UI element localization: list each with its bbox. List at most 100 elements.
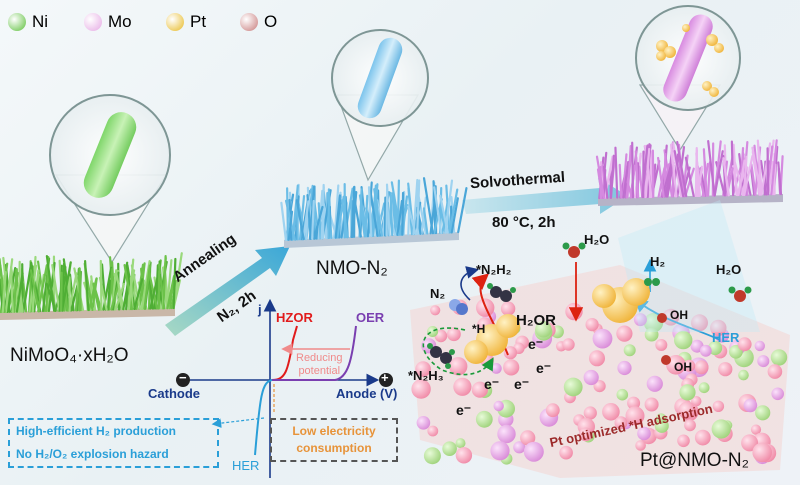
- oer-label: OER: [356, 310, 385, 325]
- nanowire: [147, 268, 159, 310]
- nanowire: [166, 275, 176, 310]
- final-label: Pt@NMO-N₂: [640, 450, 749, 471]
- electron-label-3: e⁻: [514, 376, 530, 392]
- nanowire: [280, 201, 288, 242]
- nanowire: [766, 147, 770, 196]
- n2h3-label: *N₂H₃: [408, 368, 444, 383]
- nanowire: [320, 186, 325, 240]
- nanowire: [444, 198, 451, 234]
- nanowire: [29, 269, 41, 313]
- nanowire: [113, 272, 124, 311]
- nanowire: [743, 154, 754, 196]
- n2h2-label: *N₂H₂: [476, 262, 512, 277]
- lsv-plot: [190, 298, 380, 478]
- nanowire: [106, 279, 111, 311]
- lattice-atom: [430, 305, 441, 316]
- nanowire: [295, 201, 299, 241]
- cathode-sign: [176, 373, 190, 387]
- nanowire: [149, 273, 160, 310]
- h2o-right-label: H₂O: [716, 262, 742, 277]
- lattice-atom: [711, 419, 731, 439]
- nanowire: [334, 194, 342, 239]
- nanowire: [286, 187, 290, 241]
- nanowire: [634, 150, 640, 199]
- lattice-atom: [655, 339, 668, 351]
- nanowire: [110, 283, 120, 311]
- nanowire: [412, 178, 419, 236]
- nanowire: [87, 277, 98, 312]
- nanowire: [15, 271, 24, 313]
- rod-green: [83, 112, 137, 198]
- nanowire: [369, 191, 379, 237]
- lattice-atom: [694, 429, 711, 446]
- nanowire: [9, 270, 14, 313]
- lattice-atom: [754, 340, 765, 352]
- lattice-atom: [427, 425, 439, 437]
- nanowire: [343, 208, 348, 239]
- nanowire: [422, 207, 429, 235]
- lattice-atom: [614, 416, 628, 430]
- consumption-line: consumption: [296, 441, 372, 455]
- lattice-atom: [423, 447, 441, 465]
- solvothermal-condition: 80 °C, 2h: [492, 214, 556, 231]
- nanowire: [172, 257, 177, 310]
- nanowire: [311, 199, 315, 240]
- nanowire: [422, 177, 434, 235]
- nanowire: [22, 261, 33, 313]
- mo-swatch: [84, 13, 102, 31]
- nanowire: [777, 161, 783, 196]
- lattice-atom: [616, 325, 633, 342]
- nanowire: [298, 194, 306, 241]
- nanowire: [359, 205, 366, 238]
- lattice-atom: [453, 377, 472, 396]
- nanowire: [609, 154, 615, 199]
- h2zor-label: H₂OR: [516, 312, 556, 329]
- nanowire: [618, 163, 623, 199]
- lattice-atom: [455, 438, 466, 449]
- nanowire: [401, 191, 405, 236]
- h2o-top-label: H₂O: [584, 232, 610, 247]
- lattice-atom: [677, 434, 690, 448]
- legend-pt: Pt: [166, 12, 206, 32]
- anode-sign: [379, 373, 393, 387]
- h2-label: H₂: [650, 254, 666, 269]
- electron-label-5: e⁻: [456, 402, 472, 418]
- nanowire: [750, 163, 757, 196]
- annealing-arrow: [165, 246, 290, 336]
- nanowire: [684, 167, 695, 198]
- oh-groups: [657, 313, 671, 365]
- electron-label-4: e⁻: [484, 376, 500, 392]
- low-electricity-line: Low electricity: [292, 424, 376, 438]
- lattice-atom: [449, 357, 468, 376]
- nanowire: [657, 167, 666, 198]
- nanowire: [385, 187, 389, 237]
- lattice-atom: [562, 338, 575, 351]
- h2o-molecule-top: [562, 242, 586, 258]
- nanowire: [84, 260, 90, 312]
- pink-nanowire-array: [595, 139, 784, 206]
- lattice-atom: [674, 330, 693, 350]
- anode-label: Anode (V): [336, 386, 398, 401]
- lattice-atom: [683, 359, 696, 372]
- nanowire: [389, 191, 394, 237]
- nanowire: [375, 199, 380, 237]
- lattice-atom: [583, 369, 599, 386]
- electricity-box: Low electricity consumption: [270, 418, 398, 462]
- her-box-link: [211, 417, 265, 428]
- lattice-atom: [737, 337, 752, 352]
- lattice-atom: [490, 363, 502, 374]
- nanowire: [713, 150, 724, 197]
- nanowire: [695, 152, 701, 197]
- nanowire: [107, 267, 114, 311]
- lattice-atom: [565, 302, 583, 321]
- lattice-atom: [475, 410, 493, 428]
- n2-release-arrow: [460, 266, 480, 301]
- legend-mo-label: Mo: [108, 12, 132, 31]
- lattice-atom: [535, 321, 552, 338]
- nanowire: [673, 149, 685, 198]
- solvothermal-arrow: [462, 178, 628, 214]
- nanowire: [123, 264, 134, 311]
- nanowire: [45, 254, 56, 312]
